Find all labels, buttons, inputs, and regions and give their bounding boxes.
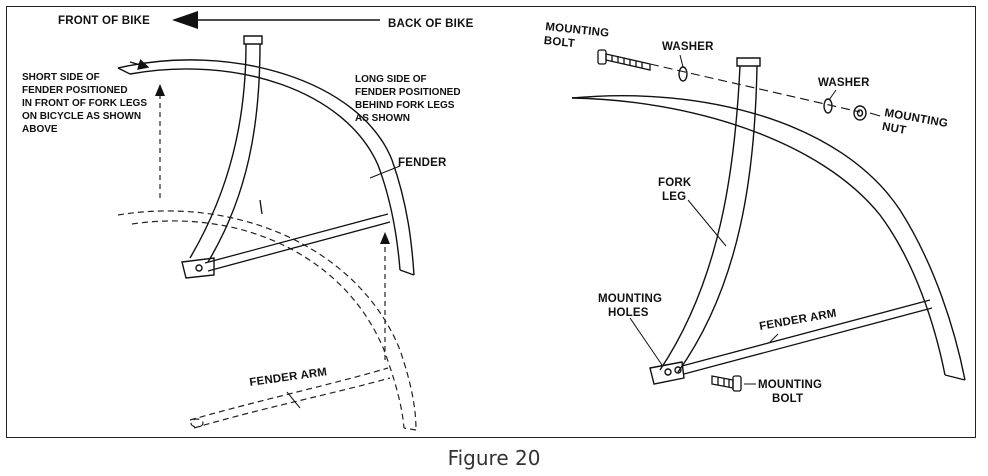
- mounting-nut-label: MOUNTING NUT: [881, 107, 952, 144]
- fork-leg-left: [181, 35, 263, 279]
- fender-arm-right: [681, 299, 933, 375]
- fender-arm-left: [204, 199, 391, 272]
- figure-caption: Figure 20: [447, 446, 541, 470]
- short-side-note: SHORT SIDE OF FENDER POSITIONED IN FRONT…: [22, 72, 150, 135]
- left-panel: FRONT OF BIKE BACK OF BIKE: [22, 11, 474, 431]
- mounting-nut: [853, 105, 867, 121]
- washer-2-label: WASHER: [818, 77, 870, 89]
- mounting-holes-label: MOUNTING HOLES: [598, 293, 666, 319]
- fender-label: FENDER: [398, 157, 447, 169]
- fender-solid: [117, 59, 415, 276]
- mounting-bolt-top-label: MOUNTING BOLT: [543, 21, 613, 54]
- direction-arrow: [172, 11, 380, 29]
- leader-lines-left: [286, 165, 401, 409]
- fender-arm-label-left: FENDER ARM: [249, 366, 328, 389]
- figure-frame: [6, 6, 976, 438]
- washer-2: [823, 98, 833, 114]
- dashed-fender-outline: [117, 210, 417, 431]
- long-side-note: LONG SIDE OF FENDER POSITIONED BEHIND FO…: [355, 74, 463, 124]
- up-arrow-head-right: [380, 232, 390, 244]
- washer-1: [678, 66, 688, 82]
- dashed-arrows: [159, 92, 386, 360]
- fork-leg-right: [649, 57, 761, 385]
- right-panel: MOUNTING BOLT WASHER WASHER MOUNTING NUT…: [543, 21, 966, 405]
- front-of-bike-label: FRONT OF BIKE: [58, 15, 150, 27]
- mounting-bolt-bottom: [711, 375, 742, 392]
- fender-tip-arrow: [129, 59, 150, 70]
- fender-right: [571, 95, 966, 381]
- mounting-bolt-bottom-label: MOUNTING BOLT: [758, 379, 826, 405]
- leader-lines-right: [629, 54, 881, 385]
- mounting-bolt-top: [597, 49, 651, 71]
- hardware-alignment-line: [649, 63, 861, 113]
- washer-1-label: WASHER: [662, 41, 714, 53]
- fork-leg-label: FORK LEG: [658, 177, 695, 203]
- back-of-bike-label: BACK OF BIKE: [388, 18, 474, 30]
- fender-arm-label-right: FENDER ARM: [758, 308, 837, 333]
- up-arrow-head-left: [155, 84, 165, 96]
